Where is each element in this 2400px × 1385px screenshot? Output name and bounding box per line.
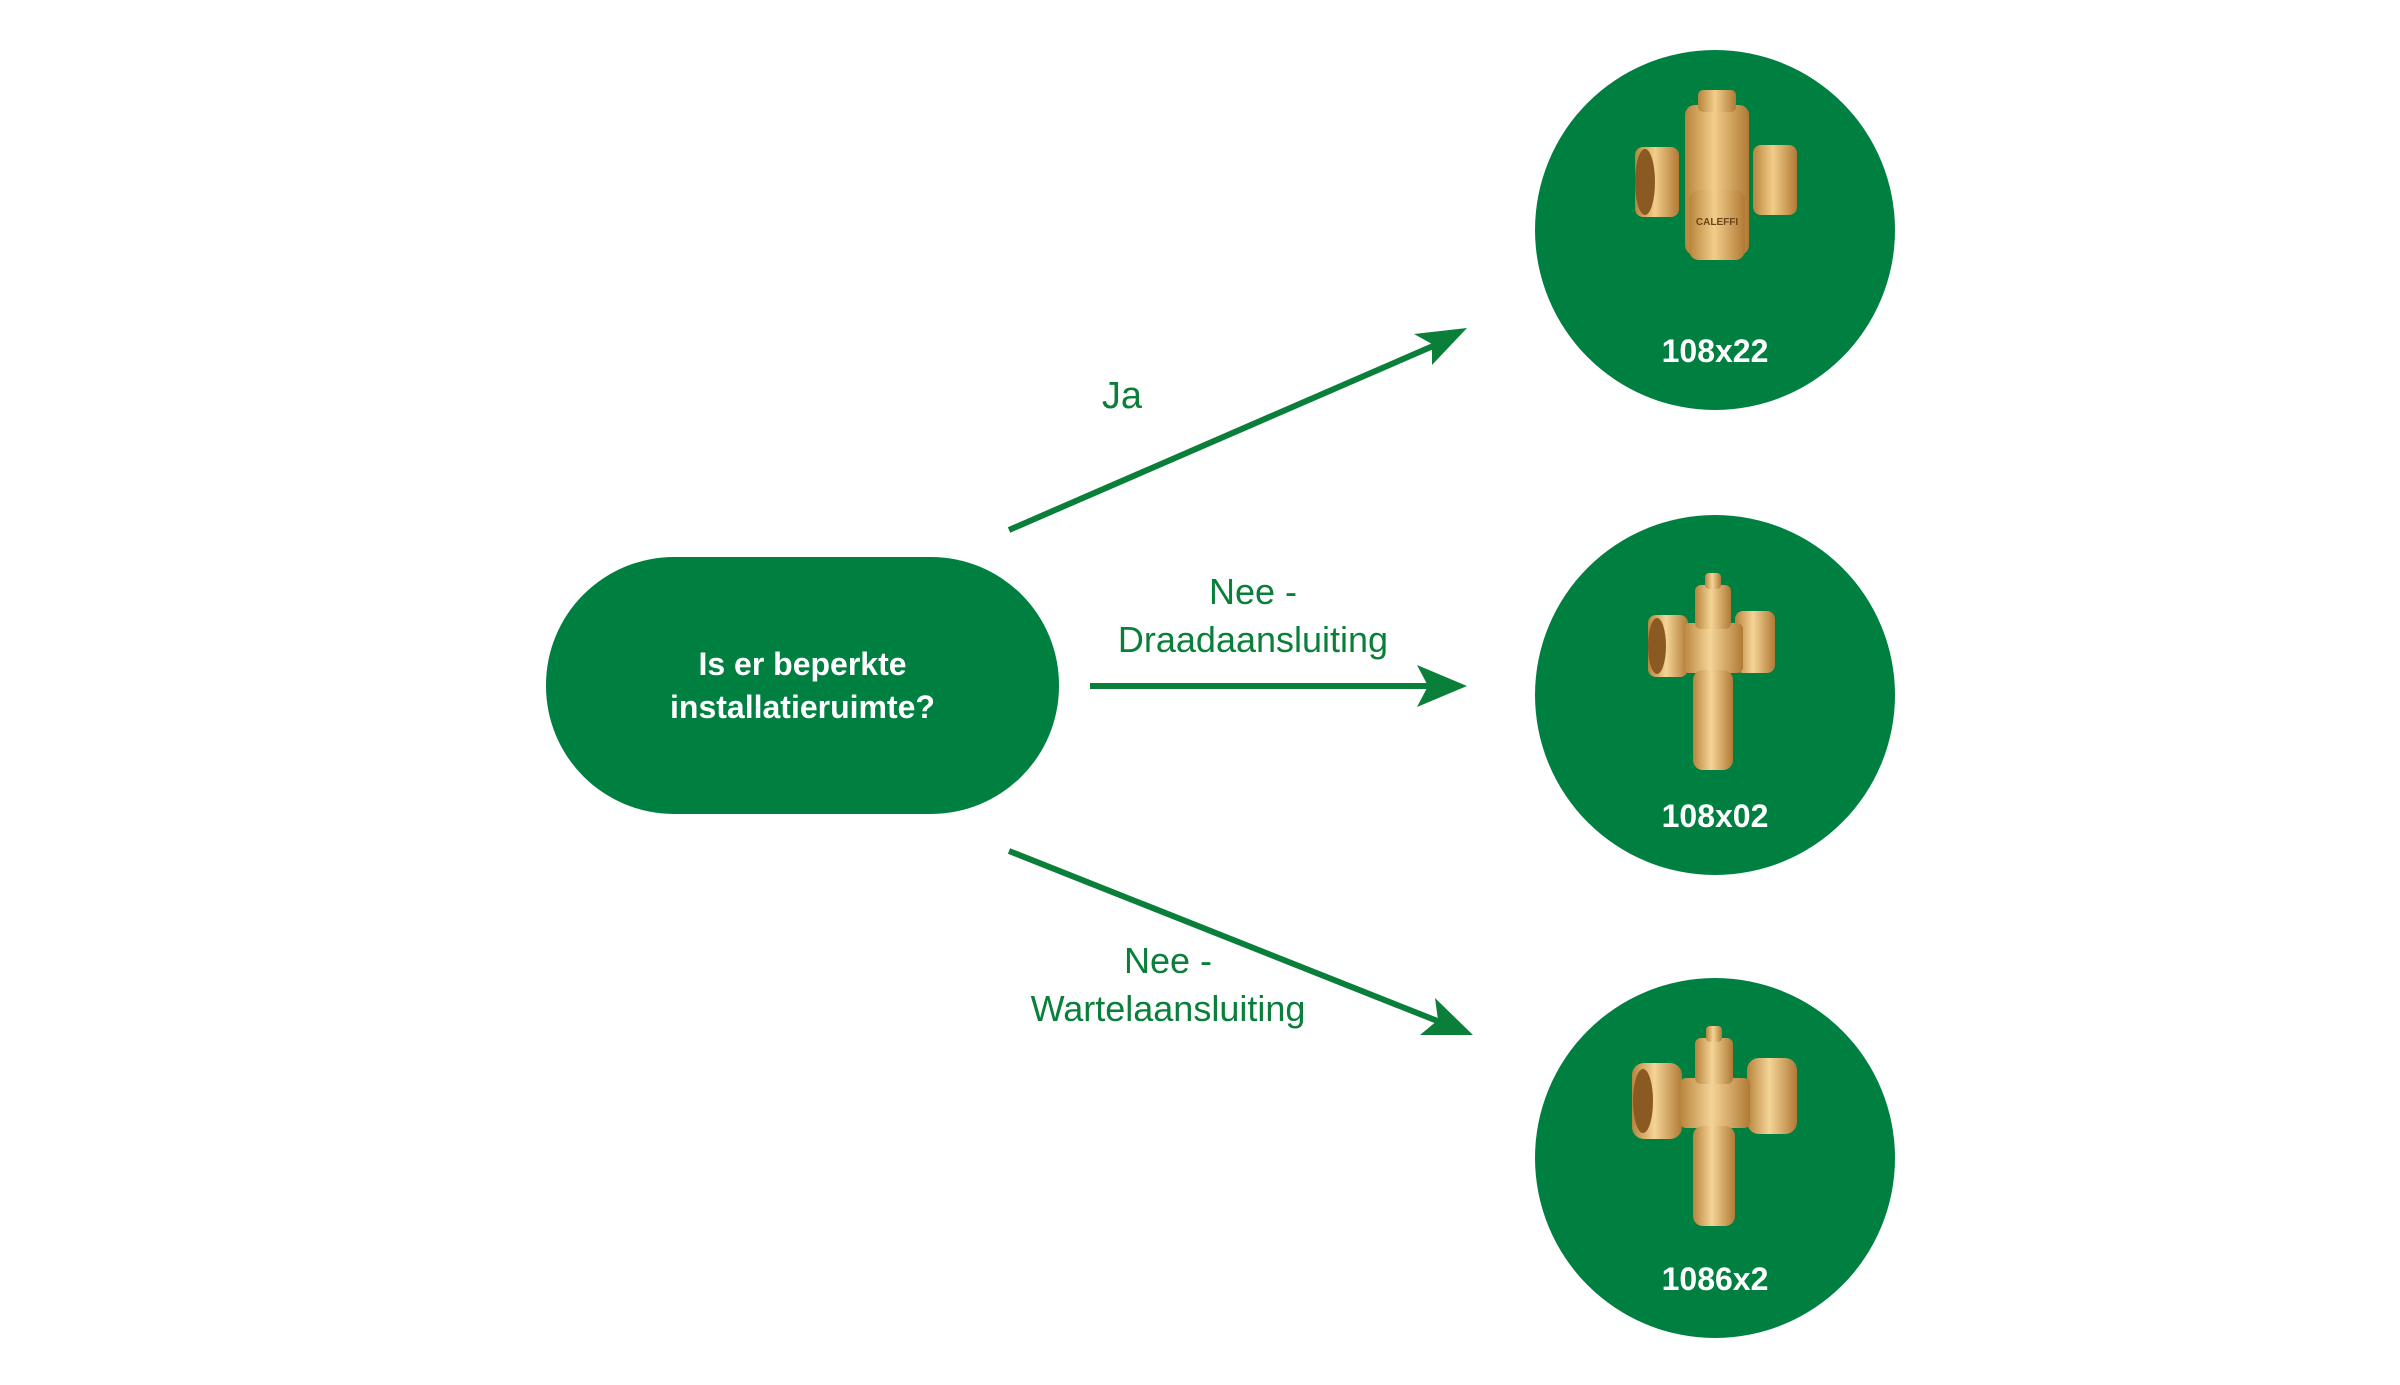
edge-label-union-line-2: Wartelaansluiting — [1030, 988, 1306, 1029]
product-node-1086x2: 1086x2 — [1535, 978, 1895, 1338]
product-code: 1086x2 — [1661, 1261, 1769, 1297]
valve-threaded-icon — [1648, 573, 1775, 770]
edge-label-threaded-line-2: Draadaansluiting — [1117, 619, 1389, 660]
question-line-2: installatieruimte? — [670, 688, 935, 725]
arrow-union-head — [1420, 998, 1473, 1035]
product-code: 108x02 — [1661, 798, 1769, 834]
question-node: Is er beperkte installatieruimte? — [546, 557, 1059, 814]
edge-label-yes-text: Ja — [1101, 375, 1143, 417]
arrow-yes-head — [1414, 328, 1467, 365]
product-node-108x02: 108x02 — [1535, 515, 1895, 875]
valve-compact-icon: CALEFFI — [1635, 90, 1797, 260]
edge-label-threaded-line-1: Nee - — [1208, 571, 1298, 612]
product-node-108x22: CALEFFI 108x22 — [1535, 50, 1895, 410]
edge-label-union: Nee - Wartelaansluiting — [1031, 937, 1306, 1033]
svg-text:CALEFFI: CALEFFI — [1696, 217, 1738, 228]
question-line-1: Is er beperkte — [698, 645, 907, 682]
edge-label-yes: Ja — [1102, 372, 1142, 420]
edge-label-threaded: Nee - Draadaansluiting — [1118, 568, 1388, 664]
product-code: 108x22 — [1661, 333, 1769, 369]
edge-label-union-line-1: Nee - — [1123, 940, 1213, 981]
arrow-yes-line — [1007, 340, 1442, 533]
arrow-threaded-head — [1417, 665, 1467, 707]
valve-union-icon — [1632, 1026, 1797, 1226]
arrow-union-line — [1007, 848, 1442, 1025]
